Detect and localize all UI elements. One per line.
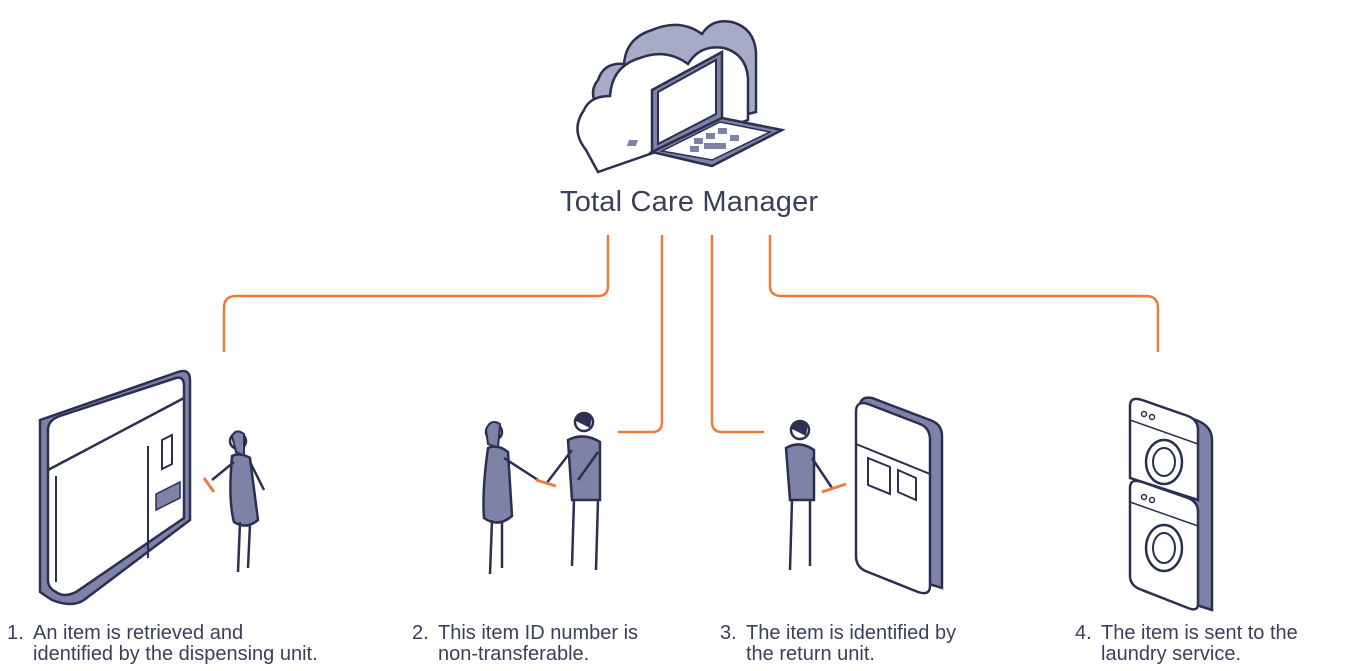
step-number: 4. xyxy=(1075,622,1092,644)
step-text-line1: An item is retrieved and xyxy=(33,622,244,644)
person-icon xyxy=(482,421,539,575)
step-text-line1: The item is sent to the xyxy=(1101,622,1298,644)
connector-step3 xyxy=(710,235,764,434)
person-icon xyxy=(535,411,602,571)
step-text-line1: This item ID number is xyxy=(438,622,639,644)
step-caption: 3. The item is identified by the return u… xyxy=(720,623,956,665)
laptop-icon xyxy=(626,49,786,168)
washing-machine-icon xyxy=(1128,397,1214,612)
step-text-line2: identified by the dispensing unit. xyxy=(33,643,318,665)
return-unit-icon xyxy=(854,396,944,595)
step-caption: 1. An item is retrieved and identified by… xyxy=(7,623,318,665)
step-number: 1. xyxy=(7,622,24,644)
step-text-line1: The item is identified by xyxy=(746,622,957,644)
step-text-line2: the return unit. xyxy=(746,643,875,665)
page-title: Total Care Manager xyxy=(560,186,819,218)
person-icon xyxy=(784,419,847,571)
step-number: 2. xyxy=(412,622,429,644)
step-text-line2: non-transferable. xyxy=(438,643,590,665)
connector-step4 xyxy=(768,235,1160,352)
connector-step2 xyxy=(618,235,664,434)
step-caption: 2. This item ID number is non-transferabl… xyxy=(412,623,638,665)
connector-step1 xyxy=(222,235,610,352)
dispensing-unit-icon xyxy=(38,369,192,606)
person-icon xyxy=(202,430,266,573)
step-caption: 4. The item is sent to the laundry servic… xyxy=(1075,623,1298,665)
step-number: 3. xyxy=(720,622,737,644)
step-text-line2: laundry service. xyxy=(1101,643,1242,665)
connector-lines xyxy=(222,235,1160,434)
